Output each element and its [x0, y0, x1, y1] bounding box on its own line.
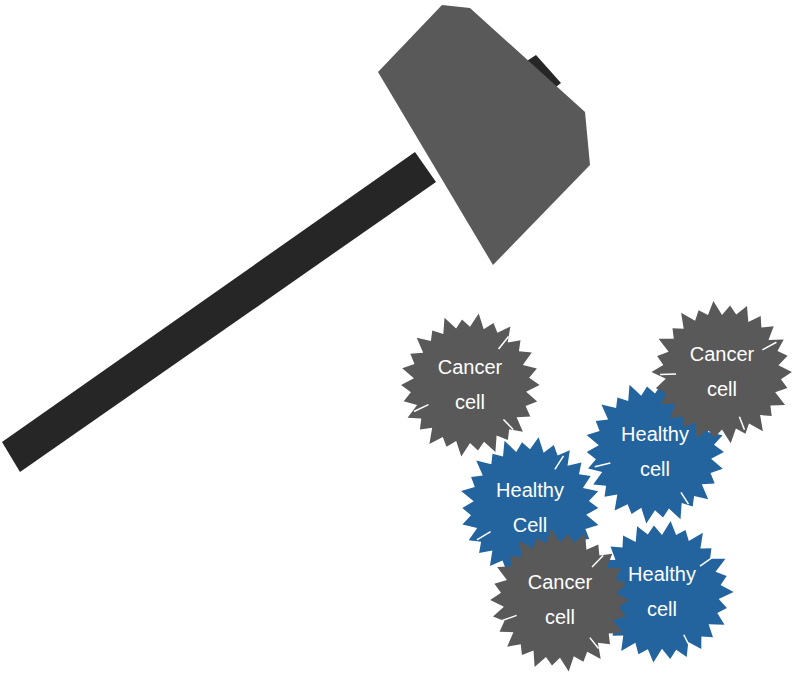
cell-shape	[395, 310, 545, 460]
cell-label-group: Healthy cell	[621, 557, 703, 627]
cell-division-line	[502, 615, 517, 620]
cell-division-line	[477, 532, 491, 540]
cell-division-line	[681, 492, 689, 504]
cell-division-line	[595, 463, 611, 467]
cell-division-line	[700, 557, 713, 566]
cell-division-line	[499, 336, 509, 349]
cell-label-group: Cancer cell	[519, 565, 601, 635]
cell-label: Healthy cell	[621, 557, 703, 627]
cell-label: Cancer cell	[681, 337, 763, 407]
cell-division-line	[684, 635, 690, 647]
cell-division-line	[762, 342, 776, 350]
hammer-head	[378, 5, 590, 265]
cell-division-line	[414, 405, 428, 412]
cell-label: Healthy Cell	[489, 473, 571, 543]
cell-label: Cancer cell	[519, 565, 601, 635]
cell-division-line	[555, 456, 564, 469]
cell-label: Cancer cell	[429, 350, 511, 420]
cell-label-group: Cancer cell	[429, 350, 511, 420]
cell-node: Cancer cell	[395, 310, 545, 460]
cell-label: Healthy cell	[614, 417, 696, 487]
cell-label-group: Cancer cell	[681, 337, 763, 407]
cell-label-group: Healthy cell	[614, 417, 696, 487]
cell-node: Cancer cell	[485, 525, 635, 675]
cell-division-line	[592, 556, 603, 567]
cell-label-group: Healthy Cell	[489, 473, 571, 543]
hammer-handle	[2, 152, 436, 472]
cell-shape	[485, 525, 635, 675]
cell-division-line	[590, 638, 599, 649]
cell-division-line	[739, 417, 744, 430]
cell-division-line	[503, 419, 513, 429]
cell-outline	[401, 314, 539, 457]
cell-outline	[490, 529, 629, 672]
cell-outline	[652, 301, 792, 443]
cell-division-line	[660, 373, 676, 375]
